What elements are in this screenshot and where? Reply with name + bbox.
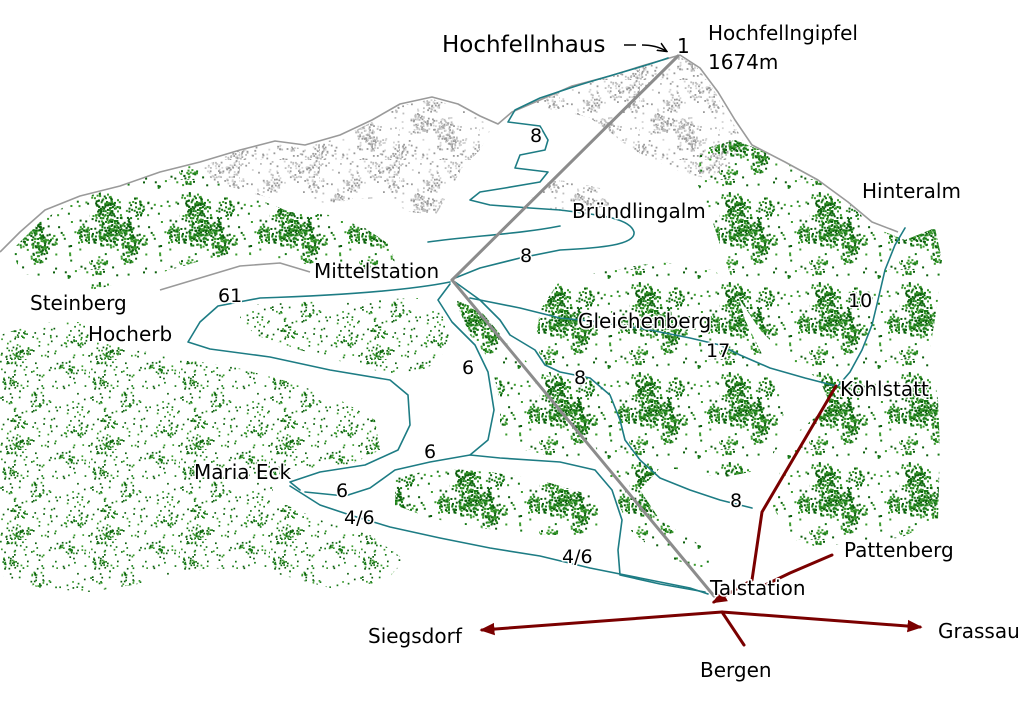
trail-10: [837, 227, 906, 387]
label-hocherb: Hocherb: [88, 322, 172, 346]
rock-area-west-ridge: [200, 99, 492, 215]
trail-number-labels: 8 8 61 10 17 6 8 6 6 4/6 8 4/6: [217, 124, 874, 570]
trail-bruendlingalm-mittelstation: [454, 209, 635, 279]
hiking-trails: [187, 57, 906, 595]
trail-6: [304, 283, 495, 497]
forest-area-center-strip: [455, 300, 600, 458]
place-labels: Hochfellnhaus 1 Hochfellngipfel 1674m Br…: [29, 20, 1022, 684]
trail-61: [187, 281, 451, 491]
cable-car-upper-section: [450, 54, 680, 282]
label-siegsdorf: Siegsdorf: [368, 624, 463, 648]
label-mittelstation: Mittelstation: [314, 259, 439, 283]
forest-area-lower-west: [0, 322, 405, 592]
trail-number-label: 4/6: [344, 507, 375, 529]
hut-pointer: [624, 45, 666, 51]
trail-17: [469, 297, 837, 387]
forest-area-lower-center: [395, 468, 605, 535]
label-gleichenberg: Gleichenberg: [578, 309, 711, 333]
forest-area-east: [698, 140, 942, 548]
trail-number-label: 8: [730, 490, 742, 512]
forest-areas: [0, 140, 942, 592]
ridge-lines: [0, 54, 899, 291]
label-maria-eck: Maria Eck: [194, 460, 292, 484]
road-to-bergen: [720, 610, 746, 647]
trail-8-lower: [454, 281, 753, 509]
label-steinberg: Steinberg: [30, 291, 127, 315]
trail-number-label: 6: [424, 441, 436, 463]
trail-number-label: 4/6: [562, 546, 593, 568]
label-hinteralm: Hinteralm: [862, 179, 961, 203]
label-talstation: Talstation: [709, 576, 806, 600]
roads: [479, 384, 923, 647]
road-from-pattenberg: [763, 553, 834, 587]
trail-number-label: 8: [530, 125, 542, 147]
cable-car: [450, 54, 716, 598]
label-hochfellnhaus: Hochfellnhaus: [442, 32, 605, 58]
label-summit-elevation: 1674m: [708, 50, 778, 74]
trail-number-label: 8: [574, 367, 586, 389]
label-pattenberg: Pattenberg: [844, 538, 954, 562]
label-bruendlingalm: Bründlingalm: [572, 199, 706, 223]
trail-number-label: 17: [706, 340, 730, 362]
rock-areas: [200, 56, 744, 215]
pointer-arrow-icon: [641, 45, 666, 51]
forest-area-upper-west: [12, 166, 395, 290]
road-to-grassau: [720, 610, 923, 633]
trail-number-label: 6: [462, 357, 474, 379]
label-kohlstatt: Kohlstatt: [840, 377, 929, 401]
label-hochfellngipfel: Hochfellngipfel: [708, 21, 858, 45]
road-from-kohlstatt: [711, 384, 838, 604]
trail-upper-traverse: [427, 225, 561, 243]
label-bergen: Bergen: [700, 658, 772, 682]
cable-car-lower-section: [450, 278, 716, 598]
trail-number-label: 10: [848, 290, 872, 312]
trail-4-6: [289, 485, 709, 595]
trail-number-label: 61: [218, 285, 242, 307]
label-summit-marker: 1: [677, 34, 690, 58]
trail-number-label: 8: [520, 245, 532, 267]
forest-area-center-west: [240, 298, 450, 374]
main-ridge-line: [0, 54, 899, 253]
label-grassau: Grassau: [938, 619, 1020, 643]
trail-summit-zigzag: [469, 57, 669, 211]
trail-number-label: 6: [336, 480, 348, 502]
road-to-siegsdorf: [479, 610, 724, 636]
steinberg-ridge-line: [159, 262, 311, 291]
rock-area-bruendlingalm: [520, 180, 610, 212]
forest-area-gleichenberg: [535, 262, 785, 568]
trail-lower-talstation: [469, 454, 706, 593]
